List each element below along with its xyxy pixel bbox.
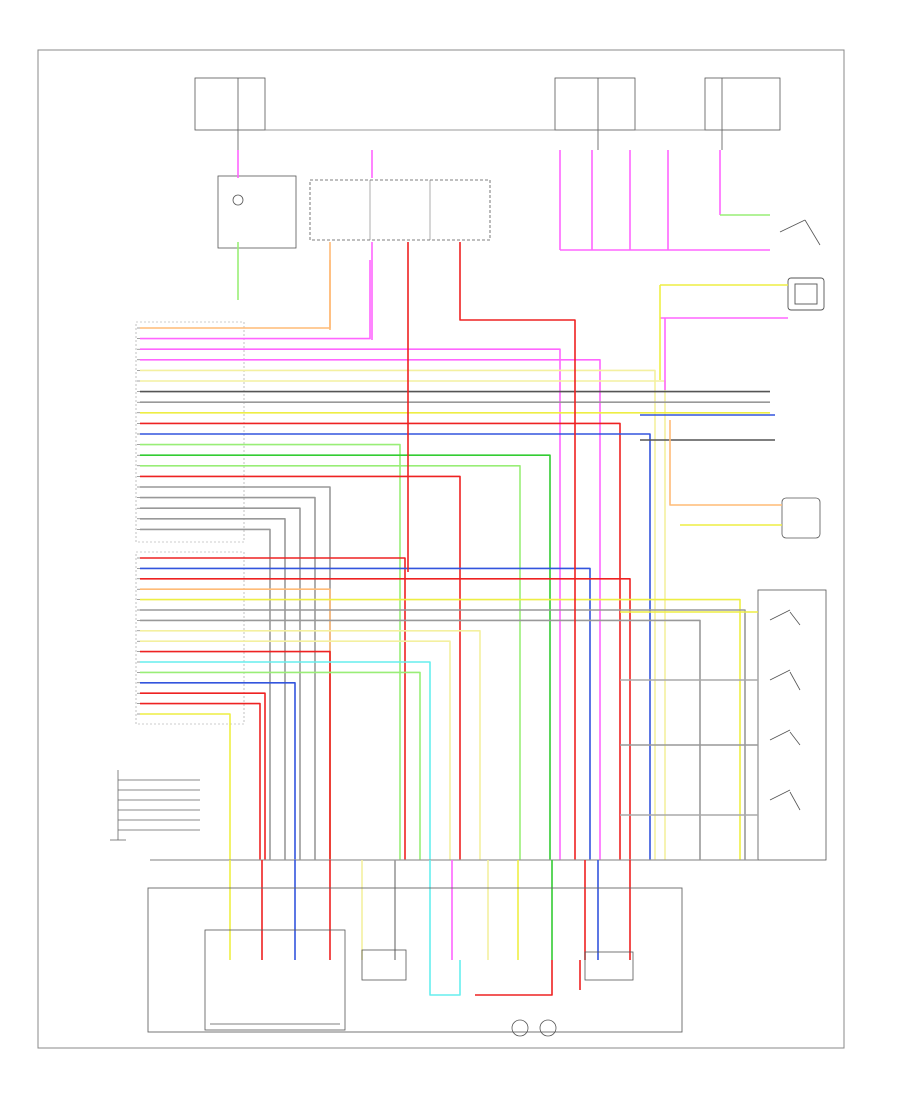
harness-wire-lower-7 [140,630,481,860]
harness-wire-lower-0 [140,557,406,860]
diagram-frame [37,49,845,1049]
pressure-switch-assembly [584,951,634,981]
sensor-connector-right [787,277,825,311]
harness-wire-lower-11 [140,671,421,860]
relay-drop-red-2 [459,242,576,860]
wire-group [118,150,788,996]
harness-wire-lower-9 [140,650,331,860]
harness-wire-upper-11 [140,443,401,860]
harness-wire-lower-5 [140,609,746,860]
vss-riser-orange [669,420,680,506]
harness-wire-upper-14 [140,475,461,860]
harness-wire-upper-3 [140,359,601,860]
harness-wire-lower-10 [140,661,431,860]
top-fuse-block-left [194,77,266,150]
harness-wire-lower-6 [140,619,701,860]
harness-wire-upper-12 [140,454,551,860]
harness-wire-lower-3 [140,588,331,860]
harness-wire-lower-4 [140,598,741,860]
harness-wire-upper-0 [140,260,331,329]
speed-sensor-right [781,497,821,539]
transmission-box [147,887,683,1033]
harness-wire-upper-17 [140,507,301,860]
harness-wire-upper-4 [140,369,656,860]
center-relay-box [309,179,491,241]
harness-wire-lower-2 [140,578,631,860]
brake-switch [779,219,821,246]
harness-wire-upper-1 [140,260,371,340]
harness-wire-upper-2 [140,348,561,860]
center-relay-dividers [369,180,431,240]
range-switch-right [757,589,827,861]
pcm-connector-lower [135,551,245,725]
left-pin-labels [137,327,143,715]
harness-wire-lower-13 [140,692,266,860]
top-fuse-block-center [554,77,636,150]
harness-wire-upper-16 [140,496,316,860]
harness-wire-upper-19 [140,528,271,860]
harness-wire-lower-1 [140,567,591,860]
internal-loop-red [475,960,553,996]
harness-wire-lower-8 [140,640,451,860]
harness-wire-upper-10 [140,433,651,860]
trans-temp-sensor-bottom [511,1019,557,1037]
internal-loop-cyan [429,960,461,996]
tcc-solenoid-box [361,949,407,981]
lower-left-connector [110,770,126,841]
harness-wire-lower-12 [140,682,296,860]
harness-wire-lower-15 [140,713,231,860]
harness-wire-lower-14 [140,702,261,860]
left-relay-box [217,175,297,249]
harness-wire-upper-13 [140,465,521,860]
pcm-connector-upper [135,321,245,543]
shift-solenoid-left [204,929,346,1031]
harness-wire-upper-9 [140,422,621,860]
harness-wire-upper-15 [140,486,331,860]
top-fuse-block-right [704,77,781,150]
harness-wire-upper-18 [140,518,286,860]
